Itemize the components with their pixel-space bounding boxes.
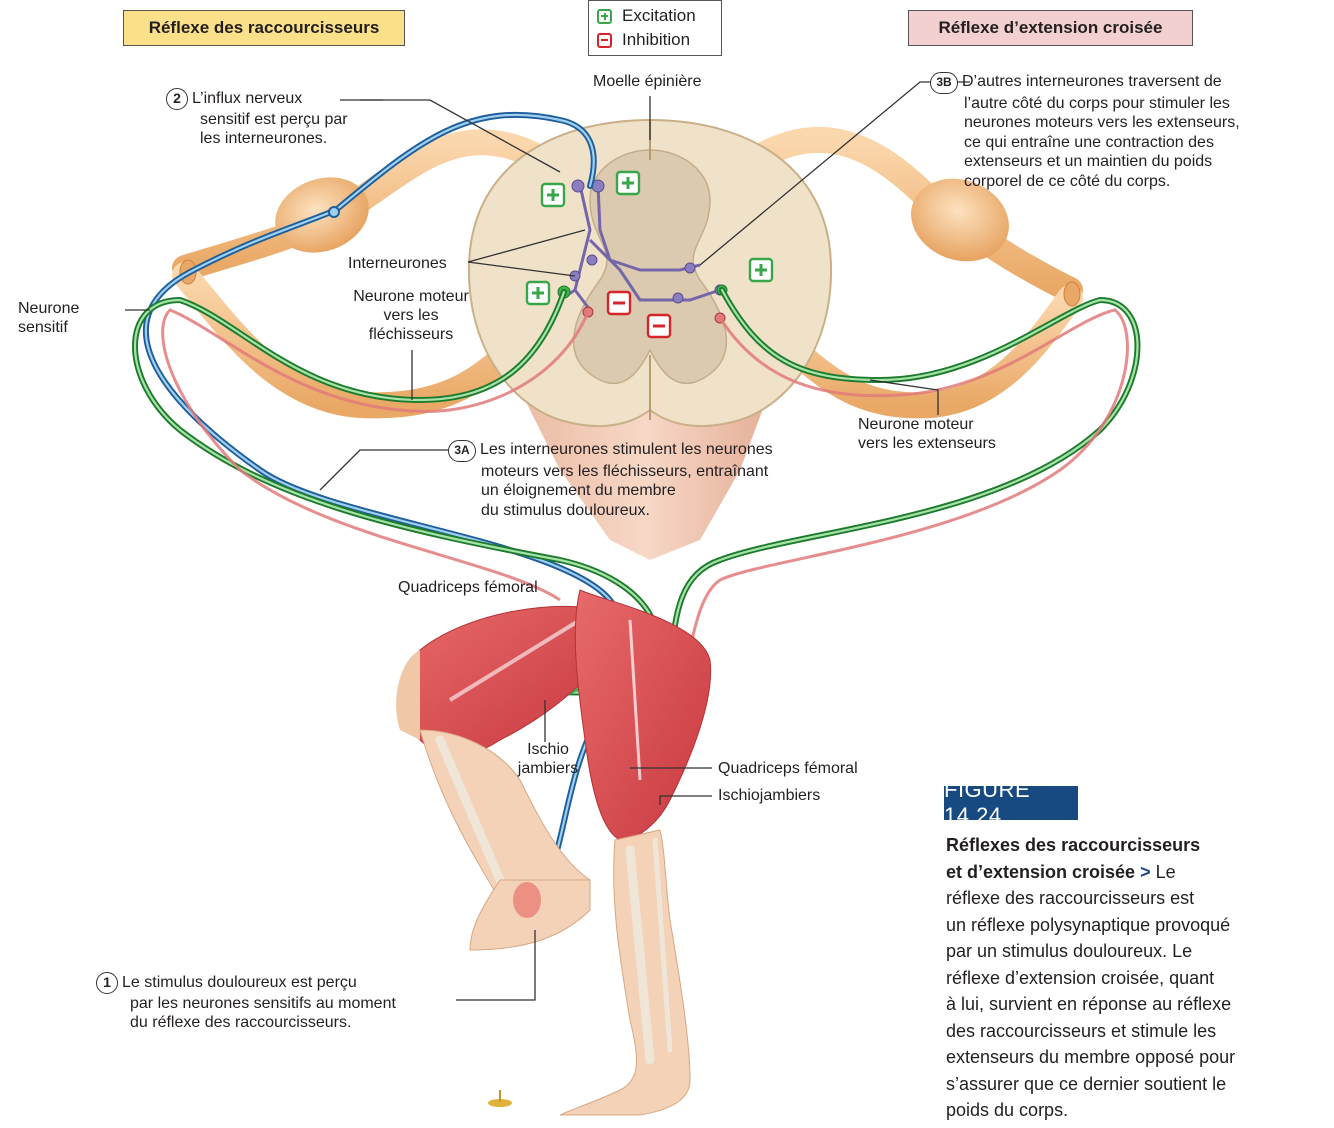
inhibit-markers <box>606 290 672 339</box>
interneurons-label: Interneurones <box>348 255 447 272</box>
step-3b-badge: 3B <box>930 72 958 94</box>
left-leg <box>396 605 601 951</box>
step-3a-badge: 3A <box>448 440 476 462</box>
extensor-motor-label: Neurone moteur vers les extenseurs <box>858 416 996 452</box>
plus-icon <box>597 8 612 24</box>
spinal-cord-stem <box>520 390 770 560</box>
legend-inhibition: Inhibition <box>622 30 691 49</box>
figure-caption: Réflexes des raccourcisseurs et d’extens… <box>946 835 1236 1120</box>
step-2-badge: 2 <box>166 88 188 110</box>
figure-tag: FIGURE 14.24 <box>944 777 1078 828</box>
spinal-cord-label: Moelle épinière <box>593 73 702 90</box>
legend: Excitation Inhibition <box>588 0 722 56</box>
sensory-neuron-label: Neurone sensitif <box>18 300 80 336</box>
right-title-box: Réflexe d’extension croisée <box>908 10 1193 46</box>
legend-excitation: Excitation <box>622 6 696 25</box>
right-leg <box>559 589 712 1116</box>
flexor-motor-label: Neurone moteur vers les fléchisseurs <box>353 288 469 343</box>
hamstrings-right-label: Ischiojambiers <box>718 787 821 804</box>
chevron-right-icon: > <box>1140 861 1151 882</box>
left-title-box: Réflexe des raccourcisseurs <box>123 10 405 46</box>
right-title: Réflexe d’extension croisée <box>938 18 1163 37</box>
step-1-badge: 1 <box>96 972 118 994</box>
grey-matter <box>573 149 727 385</box>
left-title: Réflexe des raccourcisseurs <box>148 18 380 37</box>
quadriceps-left-label: Quadriceps fémoral <box>398 579 538 596</box>
excite-markers <box>525 170 774 306</box>
sensory-cell-body <box>328 206 340 218</box>
quadriceps-right-label: Quadriceps fémoral <box>718 760 858 777</box>
hamstrings-left-label: Ischio jambiers <box>517 741 579 777</box>
right-nerve-cut <box>1063 281 1081 307</box>
inhibited-motor-paths <box>161 308 1129 721</box>
right-ganglion <box>911 178 1009 262</box>
minus-icon <box>597 32 612 48</box>
